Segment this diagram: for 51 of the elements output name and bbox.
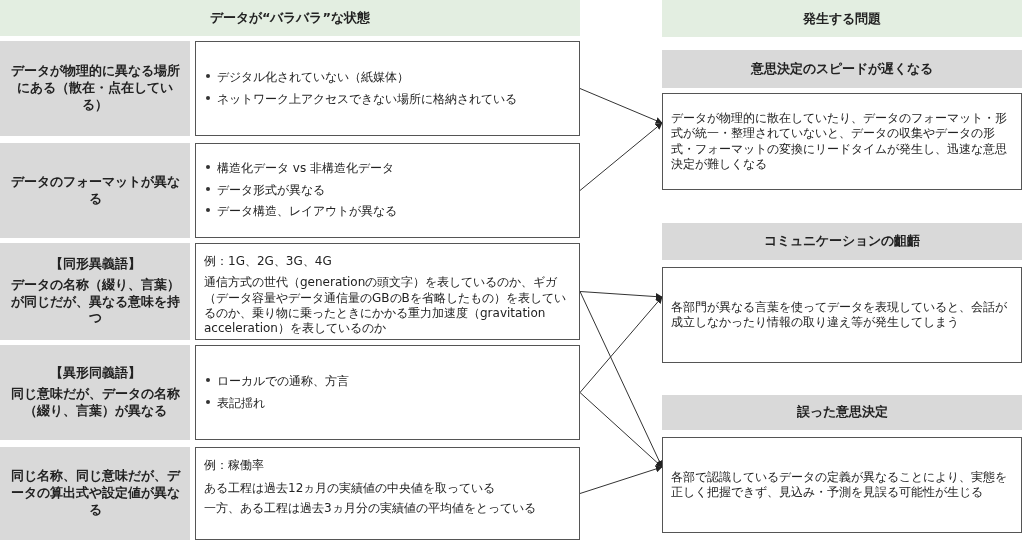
body-text: 通信方式の世代（generationの頭文字）を表しているのか、ギガ（データ容量やデータ通信量のGBのBを省略したもの）を表しているのか、乗り物に乗ったときにかかる重力加速度（gravitation acceleration）を表しているのか — [204, 275, 567, 337]
heading-text: データが物理的に異なる場所にある（散在・点在している） — [9, 63, 181, 114]
category-cell — [0, 243, 190, 340]
column-header — [662, 0, 1022, 37]
body-text: 一方、ある工程は過去3ヵ月分の実績値の平均値をとっている — [204, 500, 537, 517]
heading-text: 同じ意味だが、データの名称（綴り、言葉）が異なる — [9, 386, 181, 420]
bullet-item: デジタル化されていない（紙媒体） — [217, 70, 409, 85]
detail-box — [195, 41, 580, 136]
heading-text: コミュニケーションの齟齬 — [764, 233, 920, 250]
body-text: データが物理的に散在していたり、データのフォーマット・形式が統一・整理されていないと、データの収集やデータの形式・フォーマットの変換にリードタイムが発生し、迅速な意思決定が難しくなる — [671, 110, 1008, 173]
arrow — [579, 296, 663, 393]
category-cell — [0, 41, 190, 136]
heading-text: 同じ名称、同じ意味だが、データの算出式や設定値が異なる — [9, 468, 182, 519]
heading-text: 発生する問題 — [803, 9, 881, 28]
heading-text: 意思決定のスピードが遅くなる — [751, 60, 933, 78]
arrow — [579, 88, 663, 124]
body-text: ある工程は過去12ヵ月の実績値の中央値を取っている — [204, 481, 497, 497]
detail-box — [195, 447, 580, 540]
arrow — [579, 392, 663, 468]
heading-text: 【異形同義語】 — [49, 365, 141, 383]
bullet-item: データ形式が異なる — [217, 182, 325, 197]
bullet-item: 構造化データ vs 非構造化データ — [217, 161, 394, 176]
category-cell — [0, 143, 190, 238]
arrow — [579, 291, 663, 301]
body-text: 例：稼働率 — [204, 458, 265, 474]
detail-box — [195, 243, 580, 340]
arrow — [579, 122, 663, 191]
problem-box — [662, 267, 1022, 363]
problem-title — [662, 395, 1022, 430]
heading-text: データが“バラバラ”な状態 — [209, 9, 371, 27]
body-text: 例：1G、2G、3G、4G — [204, 254, 333, 270]
bullet-item: データ構造、レイアウトが異なる — [217, 204, 397, 219]
category-cell — [0, 447, 190, 540]
problem-title — [662, 223, 1022, 260]
problem-title — [662, 50, 1022, 88]
arrow — [579, 465, 663, 494]
heading-text: 【同形異義語】 — [49, 255, 141, 273]
bullet-item: 表記揺れ — [217, 395, 265, 410]
category-cell — [0, 345, 190, 440]
detail-box — [195, 143, 580, 238]
body-text: 各部で認識しているデータの定義が異なることにより、実態を正しく把握できず、見込み・予測を見誤る可能性が生じる — [671, 469, 1008, 501]
body-text: 各部門が異なる言葉を使ってデータを表現していると、会話が成立しなかったり情報の取り違え等が発生してしまう — [671, 299, 1008, 331]
heading-text: データの名称（綴り、言葉）が同じだが、異なる意味を持つ — [9, 276, 181, 328]
heading-text: 誤った意思決定 — [796, 404, 888, 421]
detail-box — [195, 345, 580, 440]
problem-box — [662, 437, 1022, 533]
bullet-item: ネットワーク上アクセスできない場所に格納されている — [217, 91, 517, 106]
column-header — [0, 0, 580, 36]
heading-text: データのフォーマットが異なる — [9, 173, 181, 208]
problem-box — [662, 93, 1022, 190]
bullet-item: ローカルでの通称、方言 — [217, 374, 349, 389]
